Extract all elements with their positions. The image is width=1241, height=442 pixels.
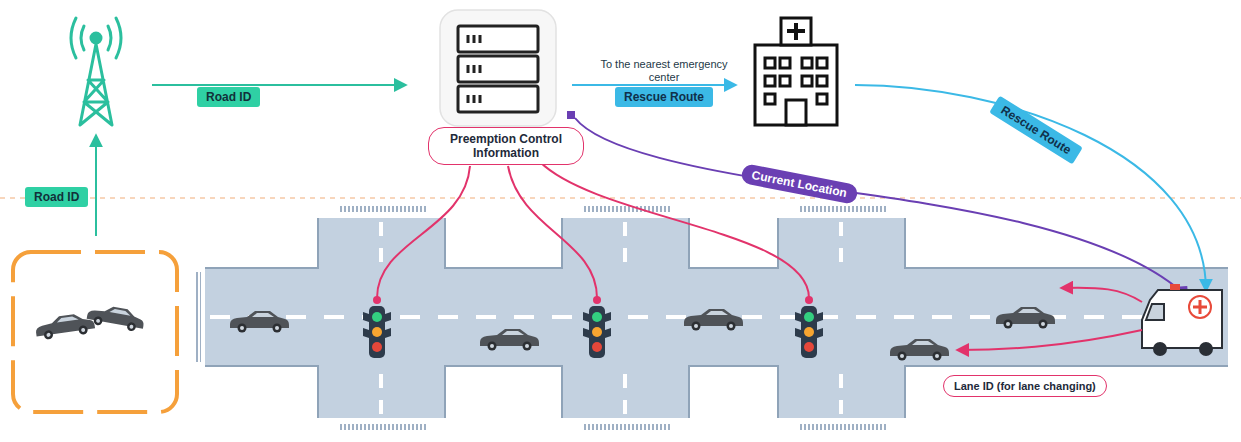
road <box>196 206 1228 430</box>
road-id-tag: Road ID <box>25 187 88 207</box>
heading-text: To the nearest emergency center <box>589 58 739 84</box>
tag-text: Rescue Route <box>998 103 1073 157</box>
tag-text: Lane ID (for lane changing) <box>954 379 1096 393</box>
tag-text: Road ID <box>34 190 79 204</box>
tag-text: Current Location <box>751 168 849 200</box>
tag-text: Rescue Route <box>624 90 704 104</box>
preemption-pill: Preemption Control Information <box>428 127 584 165</box>
current-location-tag: Current Location <box>740 163 858 205</box>
rescue-route-tag: Rescue Route <box>989 96 1083 165</box>
tag-text: Road ID <box>206 90 251 104</box>
tag-text: Preemption Control Information <box>441 132 571 160</box>
road-id-tag: Road ID <box>197 87 260 107</box>
lane-id-pill: Lane ID (for lane changing) <box>943 375 1107 397</box>
rescue-route-tag: To the nearest emergency centerRescue Ro… <box>615 87 713 107</box>
